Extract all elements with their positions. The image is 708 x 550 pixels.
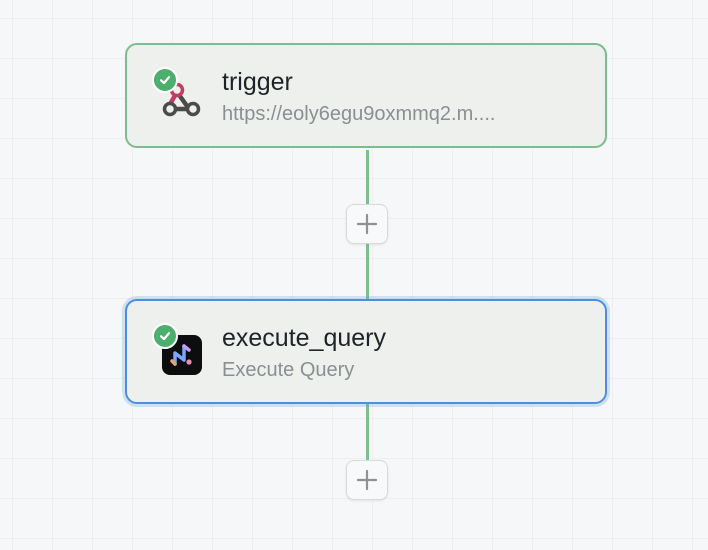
success-check-icon bbox=[152, 323, 178, 349]
workflow-node-execute-query[interactable]: execute_query Execute Query bbox=[125, 299, 607, 404]
success-check-icon bbox=[152, 67, 178, 93]
plus-icon bbox=[356, 469, 378, 491]
connector-line bbox=[366, 403, 369, 463]
node-title: execute_query bbox=[222, 324, 387, 352]
node-subtitle: Execute Query bbox=[222, 359, 355, 381]
node-title: trigger bbox=[222, 68, 293, 96]
node-subtitle: https://eoly6egu9oxmmq2.m.... bbox=[222, 103, 496, 125]
add-step-button[interactable] bbox=[346, 460, 388, 500]
plus-icon bbox=[356, 213, 378, 235]
add-step-button[interactable] bbox=[346, 204, 388, 244]
workflow-node-trigger[interactable]: trigger https://eoly6egu9oxmmq2.m.... bbox=[125, 43, 607, 148]
